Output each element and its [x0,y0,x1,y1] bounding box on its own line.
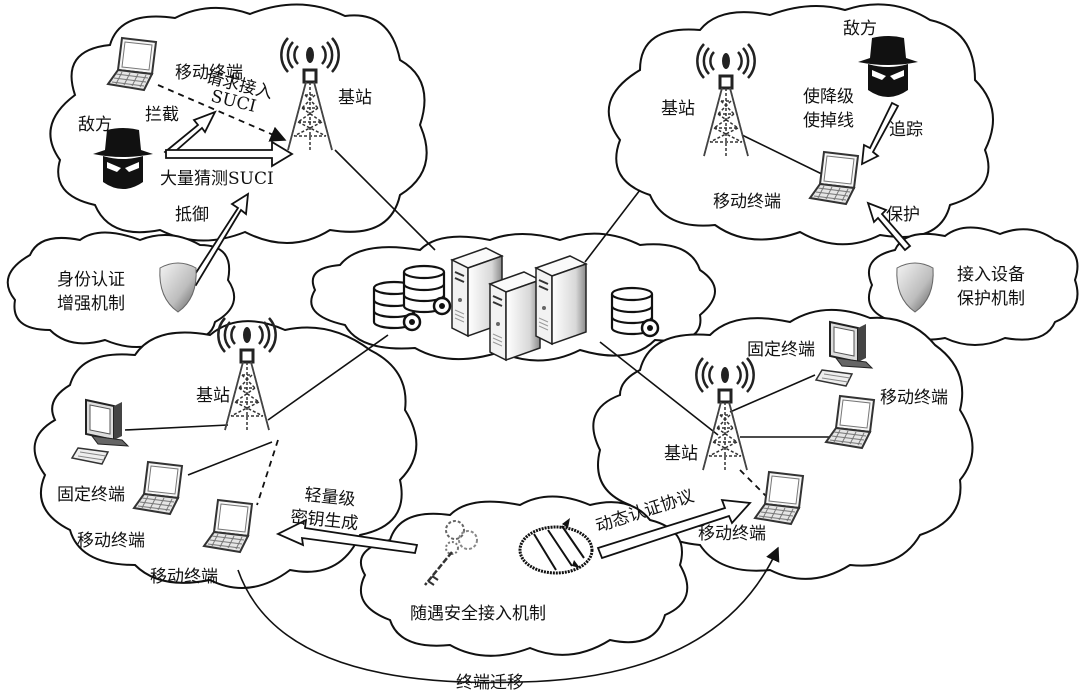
label-adversary: 敌方 [843,19,877,39]
cloud-identity-auth [6,231,236,349]
protect-arrow [866,201,912,252]
resist-arrow [188,192,250,287]
label-mobile-terminal: 移动终端 [880,388,948,408]
request-access-dashed-arrow [157,84,287,142]
server-icon [535,255,587,345]
database-icon [610,286,660,338]
cloud-bottom-left [33,320,418,589]
track-arrow [860,101,900,166]
terminal-migration-arc [237,546,780,684]
crypto-disc-icon [518,518,594,575]
label-mobile-terminal: 移动终端 [77,531,145,551]
cloud-top-right [607,3,994,246]
key-icon [424,520,478,586]
label-downgrade: 使降级 [803,86,854,107]
link-tr-tower-core [584,189,641,263]
link-tr-tower-laptop [741,134,831,179]
label-mobile-terminal: 移动终端 [175,63,243,83]
database-icon [402,264,452,316]
link-core-br-tower [599,341,719,436]
label-base-station: 基站 [661,99,695,119]
label-device-protect-1: 接入设备 [957,265,1025,285]
label-track: 追踪 [889,120,923,140]
label-mobile-terminal: 移动终端 [150,567,218,587]
link-bl-tower-laptop-dashed [256,439,279,506]
link-core-bl-tower [267,334,389,421]
server-icon [489,271,541,361]
link-br-tower-laptop-dashed [739,469,776,506]
cloud-secure-access [359,495,689,657]
label-identity-auth-1: 身份认证 [57,270,125,290]
link-bl-tower-desktop [124,424,229,431]
link-br-tower-desktop [729,374,816,413]
label-adversary: 敌方 [78,115,112,135]
label-device-protect-2: 保护机制 [957,289,1025,309]
label-mobile-terminal: 移动终端 [698,524,766,544]
link-tl-tower-core [334,149,436,251]
label-terminal-migration: 终端迁移 [456,673,524,693]
label-base-station: 基站 [664,444,698,464]
label-base-station: 基站 [338,88,372,108]
cloud-device-protect [867,226,1079,346]
lightweight-key-arrow [275,518,419,554]
label-mobile-terminal: 移动终端 [713,192,781,212]
dynamic-auth-arrow [596,498,752,560]
label-identity-auth-2: 增强机制 [57,294,125,314]
label-resist: 抵御 [175,205,209,225]
label-secure-access-mechanism: 随遇安全接入机制 [410,604,546,624]
mass-guess-arrow [165,140,294,168]
label-base-station: 基站 [196,386,230,406]
label-fixed-terminal: 固定终端 [747,340,815,360]
label-mass-guess-suci: 大量猜测SUCI [160,169,274,189]
label-intercept: 拦截 [145,105,179,125]
label-protect: 保护 [886,205,920,225]
link-bl-tower-laptop [187,441,273,476]
label-fixed-terminal: 固定终端 [57,485,125,505]
cloud-bottom-right [592,309,974,580]
label-disconnect: 使掉线 [803,110,854,131]
